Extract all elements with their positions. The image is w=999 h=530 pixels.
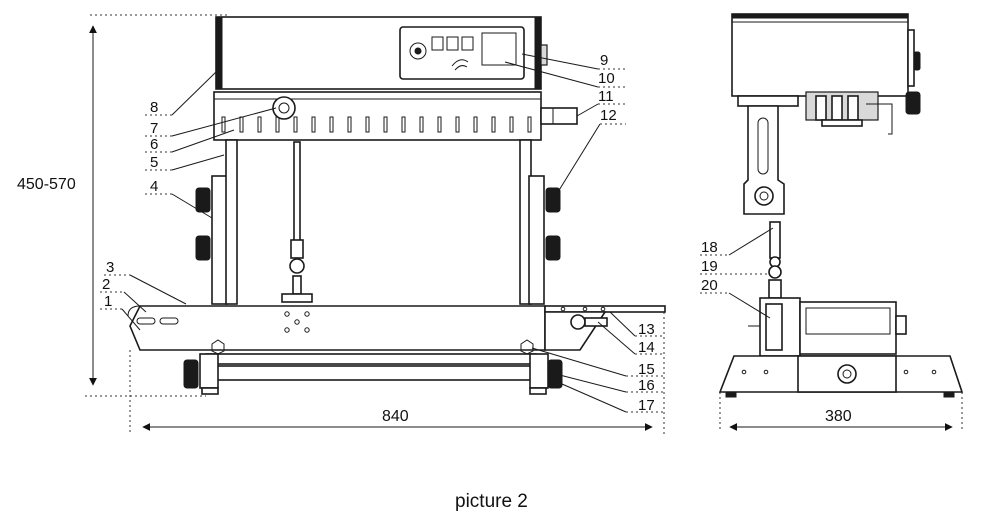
extension-screw xyxy=(584,317,608,327)
callout-3: 3 xyxy=(106,259,114,276)
side-right-knob xyxy=(905,91,921,115)
callout-9: 9 xyxy=(600,52,608,69)
callout-11: 11 xyxy=(598,88,614,105)
side-guide-stem xyxy=(768,279,782,299)
side-guide-rod xyxy=(769,221,781,259)
hex-nut-left xyxy=(211,339,225,355)
cover-knob xyxy=(272,96,296,120)
right-callouts: 9 10 11 12 13 14 15 16 17 xyxy=(504,52,664,414)
power-switch-center xyxy=(414,47,422,55)
left-leg xyxy=(199,353,219,389)
side-view xyxy=(718,13,964,398)
side-width-dimension: 380 xyxy=(719,392,963,432)
side-lever xyxy=(866,103,893,135)
base-slot-2 xyxy=(159,317,179,325)
display-digit-3 xyxy=(461,36,474,51)
callout-8: 8 xyxy=(150,99,158,116)
callout-17: 17 xyxy=(638,397,655,414)
temperature-controller xyxy=(481,32,517,66)
rod-clamp xyxy=(290,239,304,259)
callout-7: 7 xyxy=(150,120,158,137)
side-width-label: 380 xyxy=(825,408,852,425)
bottom-rail-upper xyxy=(205,353,537,365)
knob-icon xyxy=(451,59,469,71)
callout-5: 5 xyxy=(150,154,158,171)
left-callouts: 8 7 6 5 4 3 2 1 xyxy=(100,71,277,331)
rod-stem xyxy=(292,275,302,295)
extension-knob xyxy=(570,314,586,330)
base-slot-1 xyxy=(136,317,156,325)
side-arm-knob xyxy=(754,186,774,206)
callout-16: 16 xyxy=(638,377,655,394)
side-callouts: 18 19 20 xyxy=(700,227,774,319)
callout-12: 12 xyxy=(600,107,617,124)
left-upper-column xyxy=(225,139,238,305)
left-column xyxy=(211,175,228,305)
side-switch xyxy=(540,44,548,66)
side-housing xyxy=(731,13,909,97)
right-knob-lower xyxy=(545,235,561,261)
callout-15: 15 xyxy=(638,361,655,378)
center-rod xyxy=(293,141,301,243)
left-foot xyxy=(201,387,219,395)
power-switch-icon xyxy=(409,42,427,60)
side-base-switch xyxy=(895,315,907,335)
side-housing-lip xyxy=(907,29,915,87)
side-guide-wheel-mid xyxy=(768,265,782,279)
height-range-label: 450-570 xyxy=(17,176,76,193)
right-column xyxy=(528,175,545,305)
front-width-dimension: 840 xyxy=(129,312,665,434)
figure-caption: picture 2 xyxy=(455,491,528,512)
display-digit-2 xyxy=(446,36,459,51)
bottom-rail-lower xyxy=(205,365,537,381)
side-top-knob xyxy=(913,51,921,71)
control-panel xyxy=(399,26,525,80)
callout-19: 19 xyxy=(701,258,718,275)
left-knob-upper xyxy=(195,187,211,213)
height-dimension: 450-570 xyxy=(17,14,230,397)
left-knob-lower xyxy=(195,235,211,261)
side-base-box xyxy=(799,301,897,355)
cover-vent-slots xyxy=(221,116,532,133)
side-arm xyxy=(743,105,785,215)
sealing-cover xyxy=(213,91,542,141)
rod-foot xyxy=(281,293,313,303)
rod-knob xyxy=(289,258,305,274)
display-digit-1 xyxy=(431,36,444,51)
front-width-label: 840 xyxy=(382,408,409,425)
housing-right-edge xyxy=(534,16,542,90)
left-foot-knob xyxy=(183,359,199,389)
callout-14: 14 xyxy=(638,339,655,356)
side-foot-left xyxy=(725,391,737,398)
callout-10: 10 xyxy=(598,70,615,87)
right-foot xyxy=(529,387,547,395)
side-base-port xyxy=(837,364,857,384)
callout-4: 4 xyxy=(150,178,158,195)
callout-6: 6 xyxy=(150,136,158,153)
callout-18: 18 xyxy=(701,239,718,256)
side-bracket xyxy=(737,95,799,107)
callout-1: 1 xyxy=(104,293,112,310)
conveyor-base xyxy=(129,305,546,351)
callout-13: 13 xyxy=(638,321,655,338)
front-view xyxy=(127,16,666,395)
hex-nut-right xyxy=(520,339,534,355)
callout-20: 20 xyxy=(701,277,718,294)
side-foot-right xyxy=(943,391,955,398)
right-leg xyxy=(529,353,549,389)
callout-2: 2 xyxy=(102,276,110,293)
housing-left-edge xyxy=(215,16,223,90)
side-roller xyxy=(821,119,863,127)
right-nozzle xyxy=(540,107,578,125)
